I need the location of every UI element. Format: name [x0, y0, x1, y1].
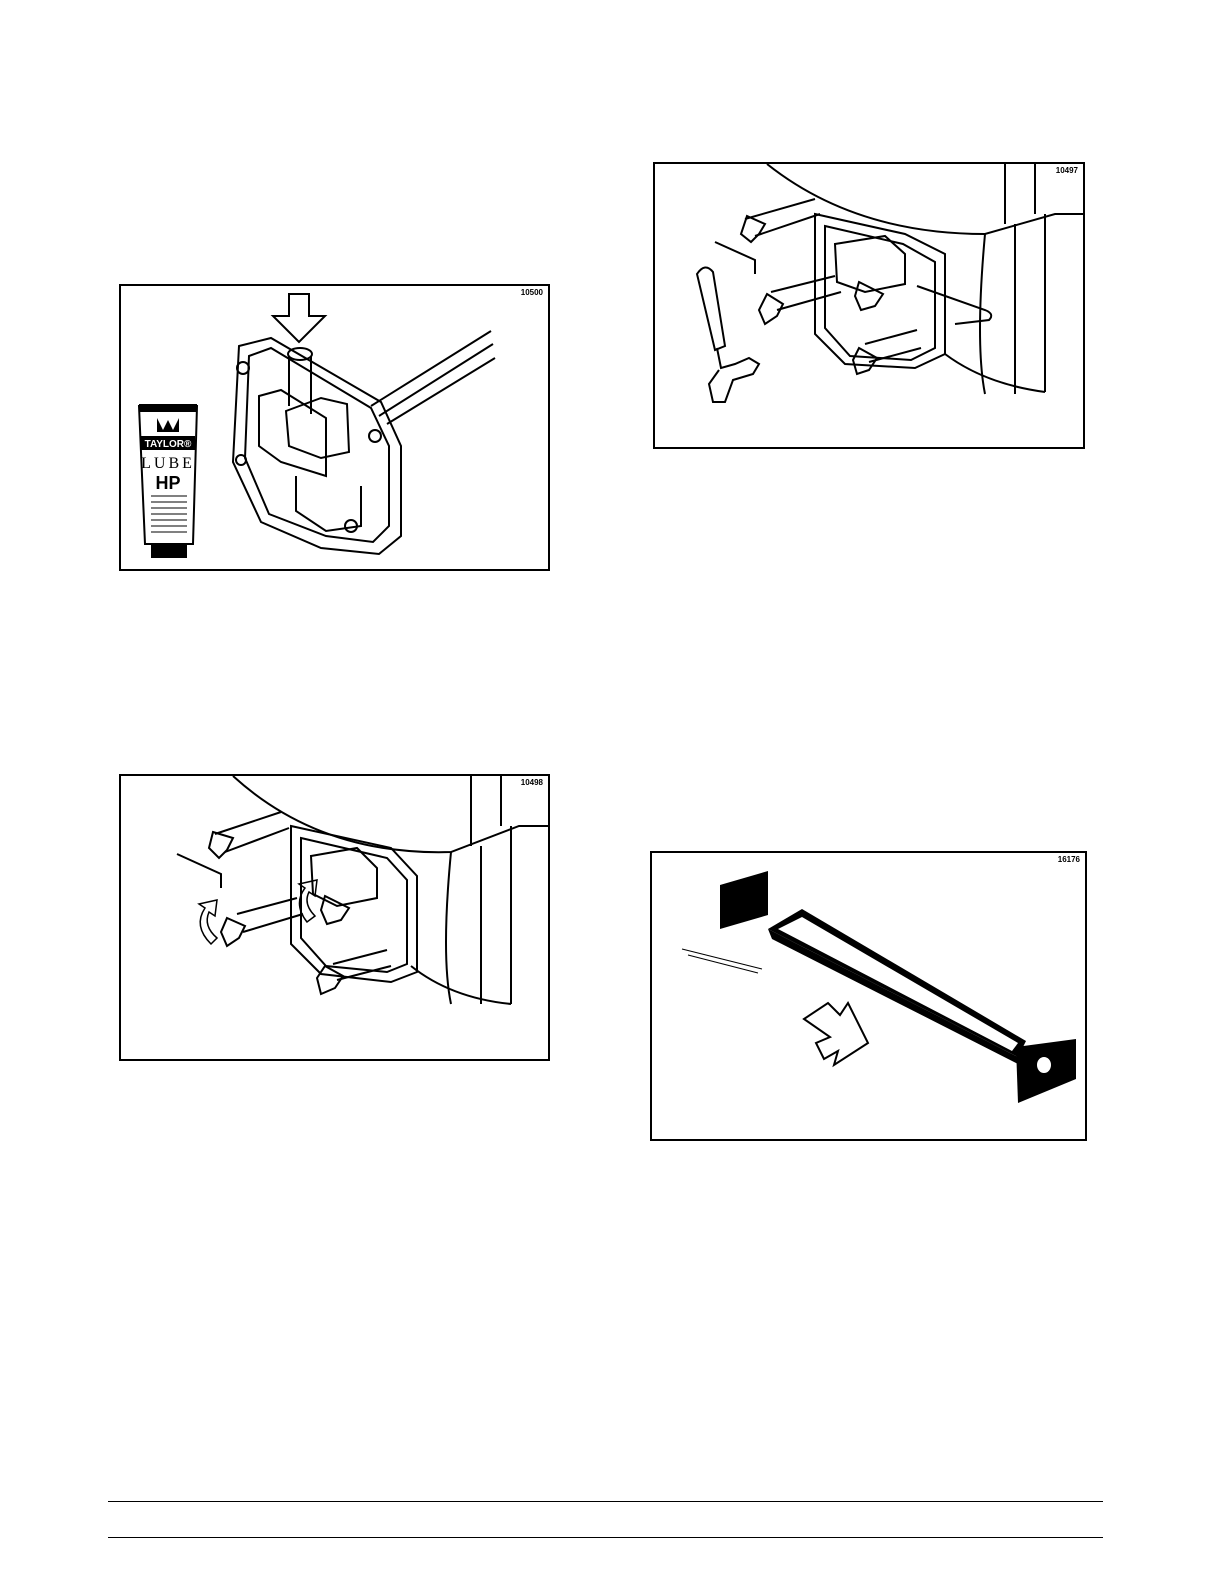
lube-tube-icon: TAYLOR® LUBE HP: [139, 404, 197, 558]
figure-drip-tray: 16176: [650, 851, 1087, 1141]
door-handle-illustration: [655, 164, 1083, 447]
tube-brand: TAYLOR®: [145, 439, 192, 450]
figure-door-handle-assembly: 10497: [653, 162, 1085, 449]
tube-product: LUBE: [141, 455, 195, 472]
tube-variant: HP: [155, 473, 180, 493]
footer-rule-top: [108, 1501, 1103, 1502]
direction-arrow-icon: [804, 1003, 868, 1065]
figure-freezer-door-lube: 10500: [119, 284, 550, 571]
drip-tray-illustration: [652, 853, 1085, 1139]
figure-door-knob-tightening: 10498: [119, 774, 550, 1061]
drip-tray-icon: [768, 909, 1076, 1103]
door-lube-illustration: TAYLOR® LUBE HP: [121, 286, 548, 569]
tray-slot-icon: [720, 871, 768, 929]
footer-rule-bottom: [108, 1537, 1103, 1538]
knob-tightening-illustration: [121, 776, 548, 1059]
